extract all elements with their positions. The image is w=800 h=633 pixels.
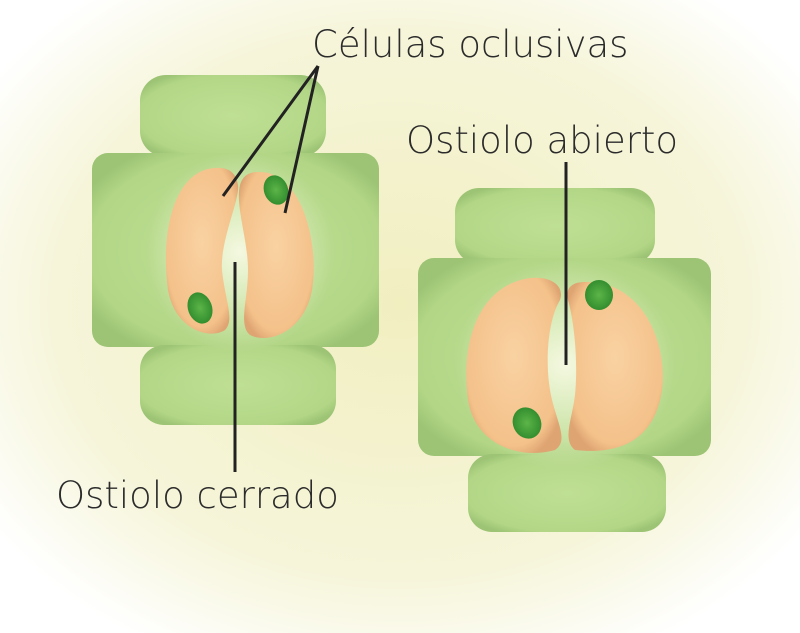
epidermal-cell-top xyxy=(455,188,655,264)
guard-cell-right xyxy=(567,281,663,451)
chloroplast xyxy=(263,175,289,205)
leader-line-guard-right xyxy=(283,65,320,214)
label-guard-cells: Células oclusivas xyxy=(312,23,628,66)
label-closed-pore: Ostiolo cerrado xyxy=(56,474,339,517)
label-open-pore: Ostiolo abierto xyxy=(406,119,678,162)
chloroplast xyxy=(585,280,613,310)
leader-line-guard-left xyxy=(221,65,320,197)
chloroplast xyxy=(187,292,213,324)
epidermal-cell-bottom xyxy=(468,454,666,532)
guard-cell-right xyxy=(238,171,314,338)
epidermal-cell-bottom xyxy=(140,345,336,425)
closed-stoma xyxy=(92,75,379,425)
epidermal-cell-top xyxy=(140,75,326,157)
leader-lines xyxy=(221,65,568,472)
chloroplast xyxy=(512,407,542,439)
guard-cell-left xyxy=(165,167,239,334)
guard-cell-left xyxy=(466,277,562,453)
